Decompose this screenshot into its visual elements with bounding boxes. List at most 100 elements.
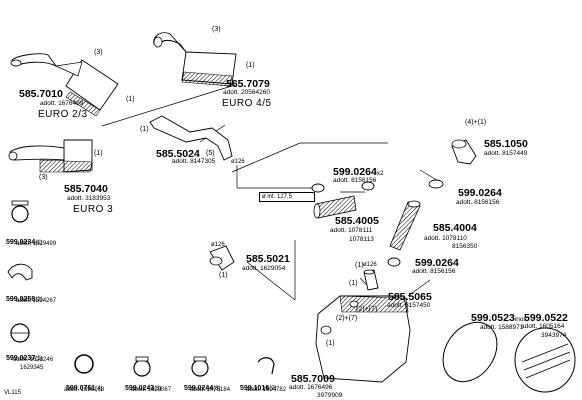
- muffler-565-7079: [153, 32, 237, 87]
- flex-pipe-585-4004: [389, 200, 421, 251]
- callout-qty: (5): [206, 150, 215, 157]
- adott-number: adott. 1588971: [480, 324, 524, 331]
- adott-extra: 3979909: [317, 392, 343, 399]
- adott-extra: 8156350: [452, 243, 478, 250]
- adott-number: adott. 1628246: [13, 357, 54, 363]
- pipe-585-5021: [209, 245, 235, 271]
- adott-number: adott. 1629499: [16, 241, 57, 247]
- clamp-599-0237: [10, 323, 30, 343]
- pipe-585-5024: [149, 115, 233, 161]
- part-label-599-0243: 599.0243(3): [125, 385, 162, 392]
- leader-line: [407, 279, 431, 297]
- callout-qty: (1): [219, 272, 228, 279]
- adott-number: adott. 1629067: [131, 387, 172, 393]
- hanger-599-1016: [257, 357, 275, 375]
- adott-number: adott. 1636168: [64, 387, 105, 393]
- diameter: ø126: [211, 242, 225, 248]
- grille-599-0522: [514, 327, 576, 393]
- callout-qty: (1): [246, 62, 255, 69]
- part-number: 599.0522: [524, 312, 568, 324]
- gasket-599-0761: [74, 354, 94, 374]
- part-number: 585.7010: [19, 88, 63, 100]
- part-number: 599.0264x2: [333, 166, 384, 178]
- adott-extra: 1078113: [349, 236, 374, 243]
- part-number: 585.4005: [335, 215, 379, 227]
- adott-number: adott. 1078111: [330, 227, 373, 234]
- adott-number: adott. 20564260: [223, 89, 270, 96]
- leader-line: [246, 261, 296, 301]
- clamp-599-0234: [11, 200, 29, 223]
- part-label-599-0237: 599.0237(1): [6, 355, 43, 362]
- cover-599-0523: [442, 321, 498, 383]
- adott-extra: 3943974: [541, 332, 567, 339]
- inner-diameter-box: ø int. 127,5: [259, 192, 315, 202]
- callout-qty: (3): [94, 49, 103, 56]
- part-number: 599.0264: [458, 187, 502, 199]
- adott-number: adott. 8156156: [456, 199, 500, 206]
- adott-number: adott. 8156156: [333, 177, 377, 184]
- part-number: 585.5024: [156, 148, 200, 160]
- adott-number: adott. 1676499: [40, 100, 84, 107]
- part-label-599-0234: 599.0234(1): [6, 239, 43, 246]
- callout-qty: (1): [94, 150, 103, 157]
- part-label-599-0244: 599.0244(6): [184, 385, 221, 392]
- part-number: 585.5065: [388, 291, 432, 303]
- clamp-599-0264-a: [311, 181, 375, 193]
- part-label-599-0761: 599.0761(4): [66, 385, 103, 392]
- leader-line: [101, 84, 236, 127]
- callout-qty: (4)+(1): [465, 119, 487, 126]
- adott-number: adott. 1594267: [16, 298, 57, 304]
- part-number: 599.0264: [415, 257, 459, 269]
- callout-qty: (3): [39, 174, 48, 181]
- bend-585-1050: [451, 139, 477, 165]
- part-number: 585.1050: [484, 138, 528, 150]
- pipe-585-5065: [363, 269, 379, 291]
- adott-number: adott. 8156156: [412, 268, 456, 275]
- muffler-585-7010: [10, 53, 119, 117]
- bracket-599-0258: [7, 263, 33, 281]
- adott-number: adott. 1078110: [424, 235, 467, 242]
- clamp-599-0244: [191, 356, 209, 377]
- part-label-599-0258: 599.0258(2): [6, 296, 43, 303]
- adott-number: adott. 1605164: [521, 323, 565, 330]
- adott-extra: 1629345: [20, 365, 44, 371]
- flex-pipe-585-4005: [313, 195, 357, 219]
- part-number: 585.7009: [291, 373, 335, 385]
- part-label-599-1016: 599.1016(7): [240, 385, 277, 392]
- callout-qty: (2)+(7): [356, 306, 378, 313]
- diameter: ø126: [231, 159, 245, 165]
- euro-norm: EURO 4/5: [222, 98, 272, 109]
- callout-qty: (1): [140, 126, 149, 133]
- part-number: 565.7079: [226, 78, 270, 90]
- callout-qty: (2)+(7): [336, 315, 358, 322]
- callout-qty: (1): [349, 280, 358, 287]
- euro-norm: EURO 2/3: [38, 109, 88, 120]
- adott-number: adott. 1676496: [289, 384, 333, 391]
- adott-number: adott. 8147305: [172, 158, 216, 165]
- silencer-585-7009: [315, 295, 411, 383]
- euro-norm: EURO 3: [73, 204, 114, 215]
- callout-qty: (3): [212, 26, 221, 33]
- adott-number: adott. 1075184: [190, 387, 231, 393]
- callout-qty: (1): [326, 340, 335, 347]
- adott-number: adott. 8157450: [387, 302, 431, 309]
- clamp-599-0243: [133, 356, 151, 377]
- adott-number: adott. 1594782: [246, 387, 287, 393]
- callout-qty: (1): [355, 262, 364, 269]
- diameter: ø126: [363, 262, 377, 268]
- part-number: 585.7040: [64, 183, 108, 195]
- muffler-585-7040: [8, 139, 93, 173]
- leader-line: [231, 142, 301, 173]
- adott-number: adott. 1629054: [242, 265, 286, 272]
- adott-number: adott. 3183953: [67, 195, 111, 202]
- clamp-599-0264-b: [428, 179, 444, 189]
- callout-qty: (1): [126, 96, 135, 103]
- clamp-599-0264-c: [387, 257, 401, 267]
- part-number: 585.5021: [246, 253, 290, 265]
- part-number: 599.0523inox: [471, 312, 527, 324]
- part-number: 585.4004: [433, 222, 477, 234]
- adott-number: adott. 8157449: [484, 150, 528, 157]
- diagram-code: VL115: [4, 390, 21, 396]
